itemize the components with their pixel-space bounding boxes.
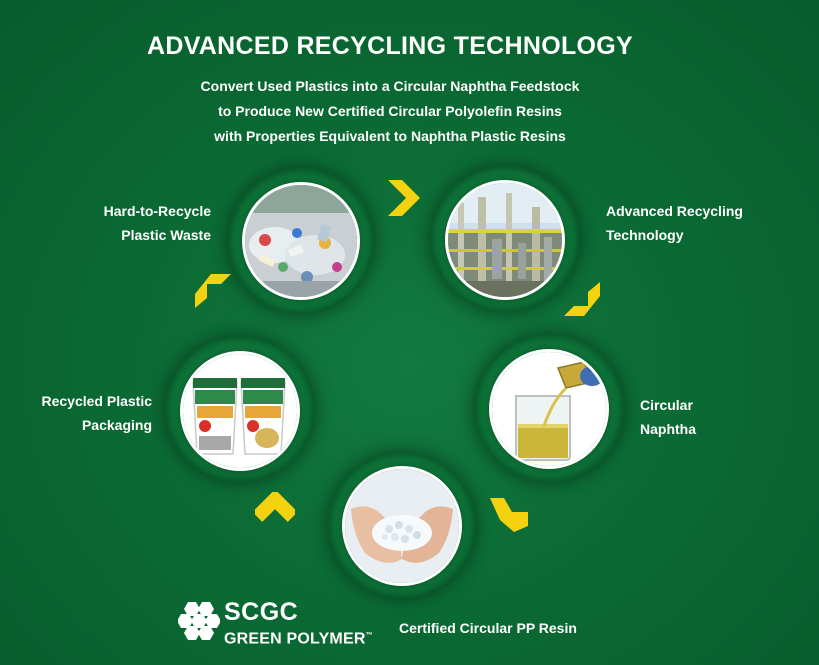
node-label-packaging: Recycled Plastic Packaging xyxy=(0,389,152,437)
brand-name: SCGC xyxy=(224,598,299,626)
plastic-waste-photo xyxy=(242,182,360,300)
node-label-line: Naphtha xyxy=(640,421,696,437)
page-title: ADVANCED RECYCLING TECHNOLOGY xyxy=(146,32,634,60)
node-label-recycling-plant: Advanced Recycling Technology xyxy=(606,199,743,247)
packaging-containers-photo xyxy=(180,351,300,471)
recycling-plant-photo xyxy=(445,180,565,300)
chevron-arrow-icon xyxy=(564,282,600,316)
resin-pellets-photo xyxy=(342,466,462,586)
chevron-arrow-icon xyxy=(255,492,295,522)
chevron-arrow-icon xyxy=(388,180,420,216)
trademark-mark: ™ xyxy=(365,632,373,639)
node-label-line: Advanced Recycling xyxy=(606,203,743,219)
subtitle: Convert Used Plastics into a Circular Na… xyxy=(0,74,780,149)
brand-tagline: GREEN POLYMER™ xyxy=(224,627,373,648)
node-label-line: Packaging xyxy=(81,417,152,433)
naphtha-beaker-photo xyxy=(489,349,609,469)
scgc-hexagon-logo xyxy=(178,602,220,640)
node-label-plastic-waste: Hard-to-Recycle Plastic Waste xyxy=(60,199,211,247)
subtitle-line: to Produce New Certified Circular Polyol… xyxy=(218,103,562,119)
node-label-line: Technology xyxy=(606,227,684,243)
node-label-line: Hard-to-Recycle xyxy=(103,203,211,219)
node-label-resin: Certified Circular PP Resin xyxy=(399,620,577,636)
subtitle-line: with Properties Equivalent to Naphtha Pl… xyxy=(214,128,566,144)
node-label-naphtha: Circular Naphtha xyxy=(640,393,696,441)
chevron-arrow-icon xyxy=(195,274,231,308)
node-label-line: Recycled Plastic xyxy=(41,393,152,409)
brand-tagline-text: GREEN POLYMER xyxy=(224,630,366,648)
subtitle-line: Convert Used Plastics into a Circular Na… xyxy=(200,78,580,94)
chevron-arrow-icon xyxy=(490,498,528,532)
node-label-line: Plastic Waste xyxy=(121,227,211,243)
node-label-line: Circular xyxy=(640,397,693,413)
